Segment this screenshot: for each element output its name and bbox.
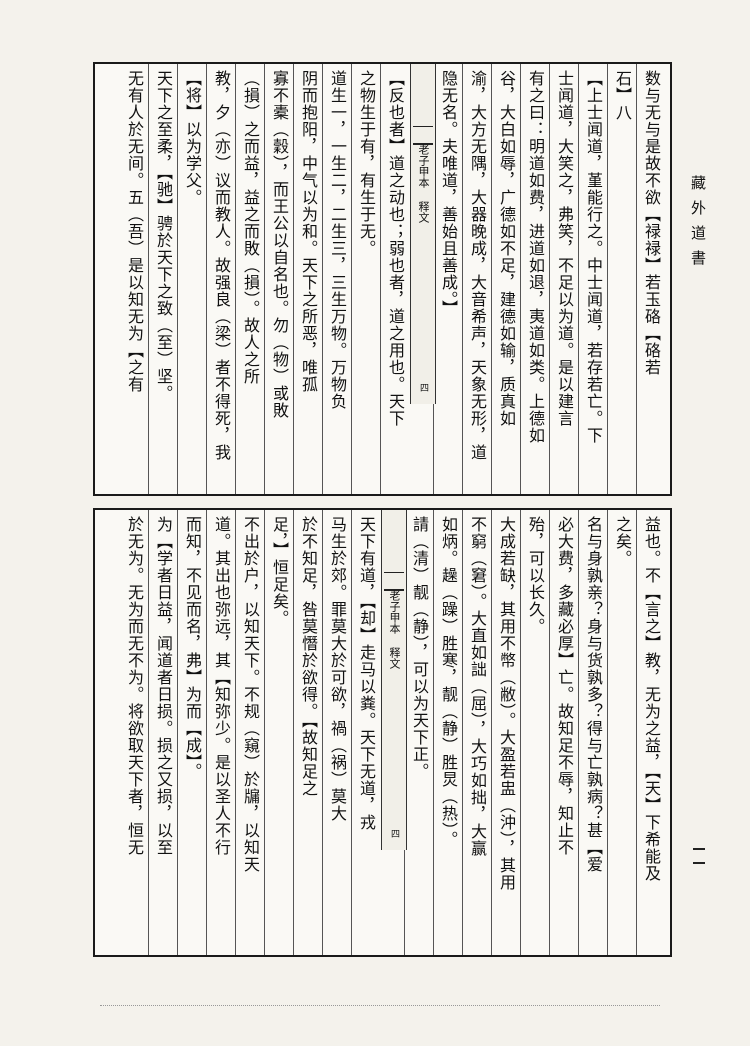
text-column: 天下之至柔，【驰】骋於天下之致（至）坚。 [154, 70, 173, 402]
column-rule [549, 510, 550, 955]
text-column: 益也。不【言之】教，无为之益，【天】下希能及 [642, 516, 661, 882]
tab-notch [413, 126, 433, 145]
text-column: 【将】以为学父。 [183, 70, 202, 206]
text-column: 於无为。无为而无不为。将欲取天下者，恒无 [125, 516, 144, 856]
page-number-stroke [693, 848, 705, 850]
text-column: 殆，可以长久。 [526, 516, 545, 635]
column-rule [491, 510, 492, 955]
column-rule [206, 64, 207, 494]
text-column: 之物生于有，有生于无。 [357, 70, 376, 257]
text-column: 而知，不见而名，弗】为而【成】。 [183, 516, 202, 780]
column-rule [293, 510, 294, 955]
text-column: 士闻道，大笑之，弗笑，不足以为道。是以建言 [555, 70, 574, 427]
column-rule [293, 64, 294, 494]
text-column: 道生一，一生二，二生三，三生万物。万物负 [328, 70, 347, 410]
text-column: 請（清）靓（静），可以为天下正。 [410, 516, 429, 780]
tab-notch [384, 572, 404, 591]
text-column: 天下有道，【却】走马以粪。天下无道，戎 [357, 516, 376, 831]
column-rule [322, 64, 323, 494]
column-rule [322, 510, 323, 955]
text-column: 为【学者日益，闻道者日损。损之又损，以至 [154, 516, 173, 856]
margin-tab: 老子甲本 释文四 [410, 64, 436, 404]
text-column: 无有人於无间。五（吾）是以知无为【之有 [125, 70, 144, 393]
column-rule [264, 510, 265, 955]
text-column: 马生於郊。罪莫大於可欲，禍（祸）莫大 [328, 516, 347, 822]
margin-tab: 老子甲本 释文四 [381, 510, 407, 850]
column-rule [462, 510, 463, 955]
text-column: 大成若缺，其用不幣（敝）。大盈若盅（沖），其用 [497, 516, 516, 891]
text-column: 【反也者】道之动也；弱也者，道之用也。天下 [386, 70, 405, 427]
text-column: 石】八 [613, 70, 632, 121]
text-column: 如炳。趮（躁）胜寒，靓（静）胜炅（热）。 [439, 516, 458, 848]
column-rule [578, 64, 579, 494]
column-rule [206, 510, 207, 955]
text-column: 有之曰：明道如费，进道如退，夷道如类。上德如 [526, 70, 545, 444]
text-column: 不出於户，以知天下。不规（窺）於牖，以知天 [241, 516, 260, 873]
column-rule [148, 510, 149, 955]
column-rule [235, 64, 236, 494]
tab-label: 老子甲本 释文 [388, 590, 401, 669]
column-rule [177, 64, 178, 494]
tab-page-number: 四 [418, 383, 428, 392]
text-column: （損）之而益，益之而敗（損）。故人之所 [241, 70, 260, 385]
tab-label: 老子甲本 释文 [417, 144, 430, 223]
column-rule [491, 64, 492, 494]
column-rule [636, 64, 637, 494]
column-rule [636, 510, 637, 955]
text-column: 谷，大白如辱，广德如不足，建德如输，质真如 [497, 70, 516, 427]
top-text-panel: 数与无与是故不欲【禄禄】若玉硌【硌若石】八【上士闻道，堇能行之。中士闻道，若存若… [93, 62, 672, 496]
footer-rule [100, 1005, 660, 1006]
column-rule [607, 64, 608, 494]
column-rule [380, 64, 381, 494]
page-number: 一二 [690, 840, 708, 880]
text-column: 於不知足，咎莫憯於欲得。【故知足之 [299, 516, 318, 797]
column-rule [462, 64, 463, 494]
text-column: 寡不橐（穀），而王公以自名也。勿（物）或敗 [270, 70, 289, 419]
text-column: 足，】恒足矣。 [270, 516, 289, 627]
column-rule [578, 510, 579, 955]
text-column: 阴而抱阳，中气以为和。天下之所恶，唯孤 [299, 70, 318, 393]
text-column: 之矣。 [613, 516, 632, 567]
text-column: 必大费，多藏必厚】亡。故知足不辱，知止不 [555, 516, 574, 856]
column-rule [351, 64, 352, 494]
text-column: 数与无与是故不欲【禄禄】若玉硌【硌若 [642, 70, 661, 376]
column-rule [148, 64, 149, 494]
text-column: 名与身孰亲？身与货孰多？得与亡孰病？甚【爱 [584, 516, 603, 873]
column-rule [177, 510, 178, 955]
book-title: 藏外道書 [689, 175, 707, 275]
column-rule [520, 64, 521, 494]
column-rule [549, 64, 550, 494]
tab-page-number: 四 [389, 829, 399, 838]
text-column: 教，夕（亦）议而教人。故强良（梁）者不得死，我 [212, 70, 231, 461]
text-column: 道。其出也弥远，其【知弥少。是以圣人不行 [212, 516, 231, 856]
column-rule [235, 510, 236, 955]
page-number-stroke [693, 862, 705, 864]
text-column: 不窮（窘）。大直如詘（屈），大巧如拙，大赢 [468, 516, 487, 857]
column-rule [520, 510, 521, 955]
column-rule [351, 510, 352, 955]
column-rule [433, 510, 434, 955]
text-column: 【上士闻道，堇能行之。中士闻道，若存若亡。下 [584, 70, 603, 444]
bottom-text-panel: 益也。不【言之】教，无为之益，【天】下希能及之矣。名与身孰亲？身与货孰多？得与亡… [93, 508, 672, 957]
text-column: 隐无名。夫唯道，善始且善成。】 [439, 70, 458, 317]
text-column: 渝，大方无隅，大器晚成，大音希声，天象无形，道 [468, 70, 487, 461]
column-rule [607, 510, 608, 955]
column-rule [264, 64, 265, 494]
